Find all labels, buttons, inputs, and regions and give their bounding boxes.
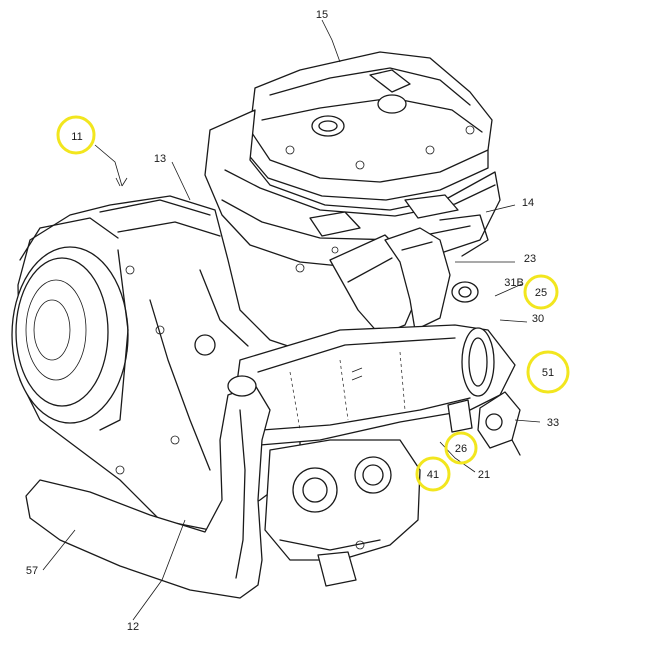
label-51: 51 (542, 367, 554, 379)
highlight-ring-26 (444, 431, 478, 465)
label-30: 30 (532, 313, 544, 325)
label-26: 26 (455, 443, 467, 455)
label-21: 21 (478, 469, 490, 481)
label-23: 23 (524, 253, 536, 265)
oil-filter-area (264, 439, 421, 587)
label-11: 11 (71, 131, 82, 143)
leader-lines (42, 19, 541, 621)
exhaust-sensor-bracket (447, 391, 521, 456)
label-13: 13 (154, 153, 166, 165)
label-33: 33 (547, 417, 559, 429)
label-41: 41 (427, 469, 439, 481)
label-14: 14 (522, 197, 534, 209)
highlight-ring-25 (523, 274, 559, 310)
highlight-ring-11 (56, 115, 96, 155)
cylinder-head-cover (245, 51, 493, 201)
highlight-rings (56, 115, 570, 492)
label-25: 25 (535, 287, 547, 299)
label-12: 12 (127, 621, 139, 633)
highlight-ring-41 (415, 456, 451, 492)
clutch-side-cover (11, 217, 129, 431)
exhaust-pipes (329, 227, 451, 336)
label-15: 15 (316, 9, 328, 21)
highlight-ring-51 (526, 350, 570, 394)
reference-numerals: 15 11 13 14 23 31B 25 30 51 33 26 41 21 … (26, 9, 559, 633)
exhaust-lower-pipe (25, 375, 271, 599)
label-31b: 31B (504, 277, 524, 289)
label-57: 57 (26, 565, 38, 577)
